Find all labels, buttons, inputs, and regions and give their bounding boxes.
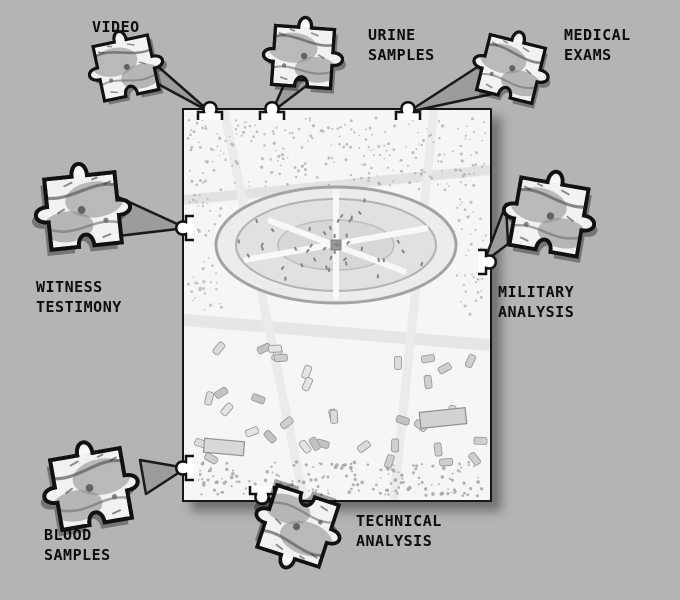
label-technical-analysis: TECHNICAL ANALYSIS: [356, 512, 442, 550]
label-video: VIDEO: [92, 18, 140, 36]
label-military-analysis: MILITARY ANALYSIS: [498, 283, 575, 321]
crowd-stipple-bottom: [197, 460, 484, 498]
plaza-people-marks: [237, 198, 424, 281]
label-blood-samples: BLOOD SAMPLES: [44, 526, 111, 564]
label-witness-testimony: WITNESS TESTIMONY: [36, 278, 122, 316]
label-medical-exams: MEDICAL EXAMS: [564, 26, 631, 64]
central-aerial-image: [182, 108, 492, 502]
puzzle-piece-icon-urine-samples: [249, 3, 358, 112]
puzzle-piece-icon-witness-testimony: [16, 144, 150, 278]
aerial-plaza-illustration: [184, 110, 490, 500]
label-urine-samples: URINE SAMPLES: [368, 26, 435, 64]
puzzle-piece-icon-military-analysis: [481, 149, 618, 286]
traffic-cars: [194, 341, 488, 469]
crowd-stipple-top: [186, 116, 487, 316]
